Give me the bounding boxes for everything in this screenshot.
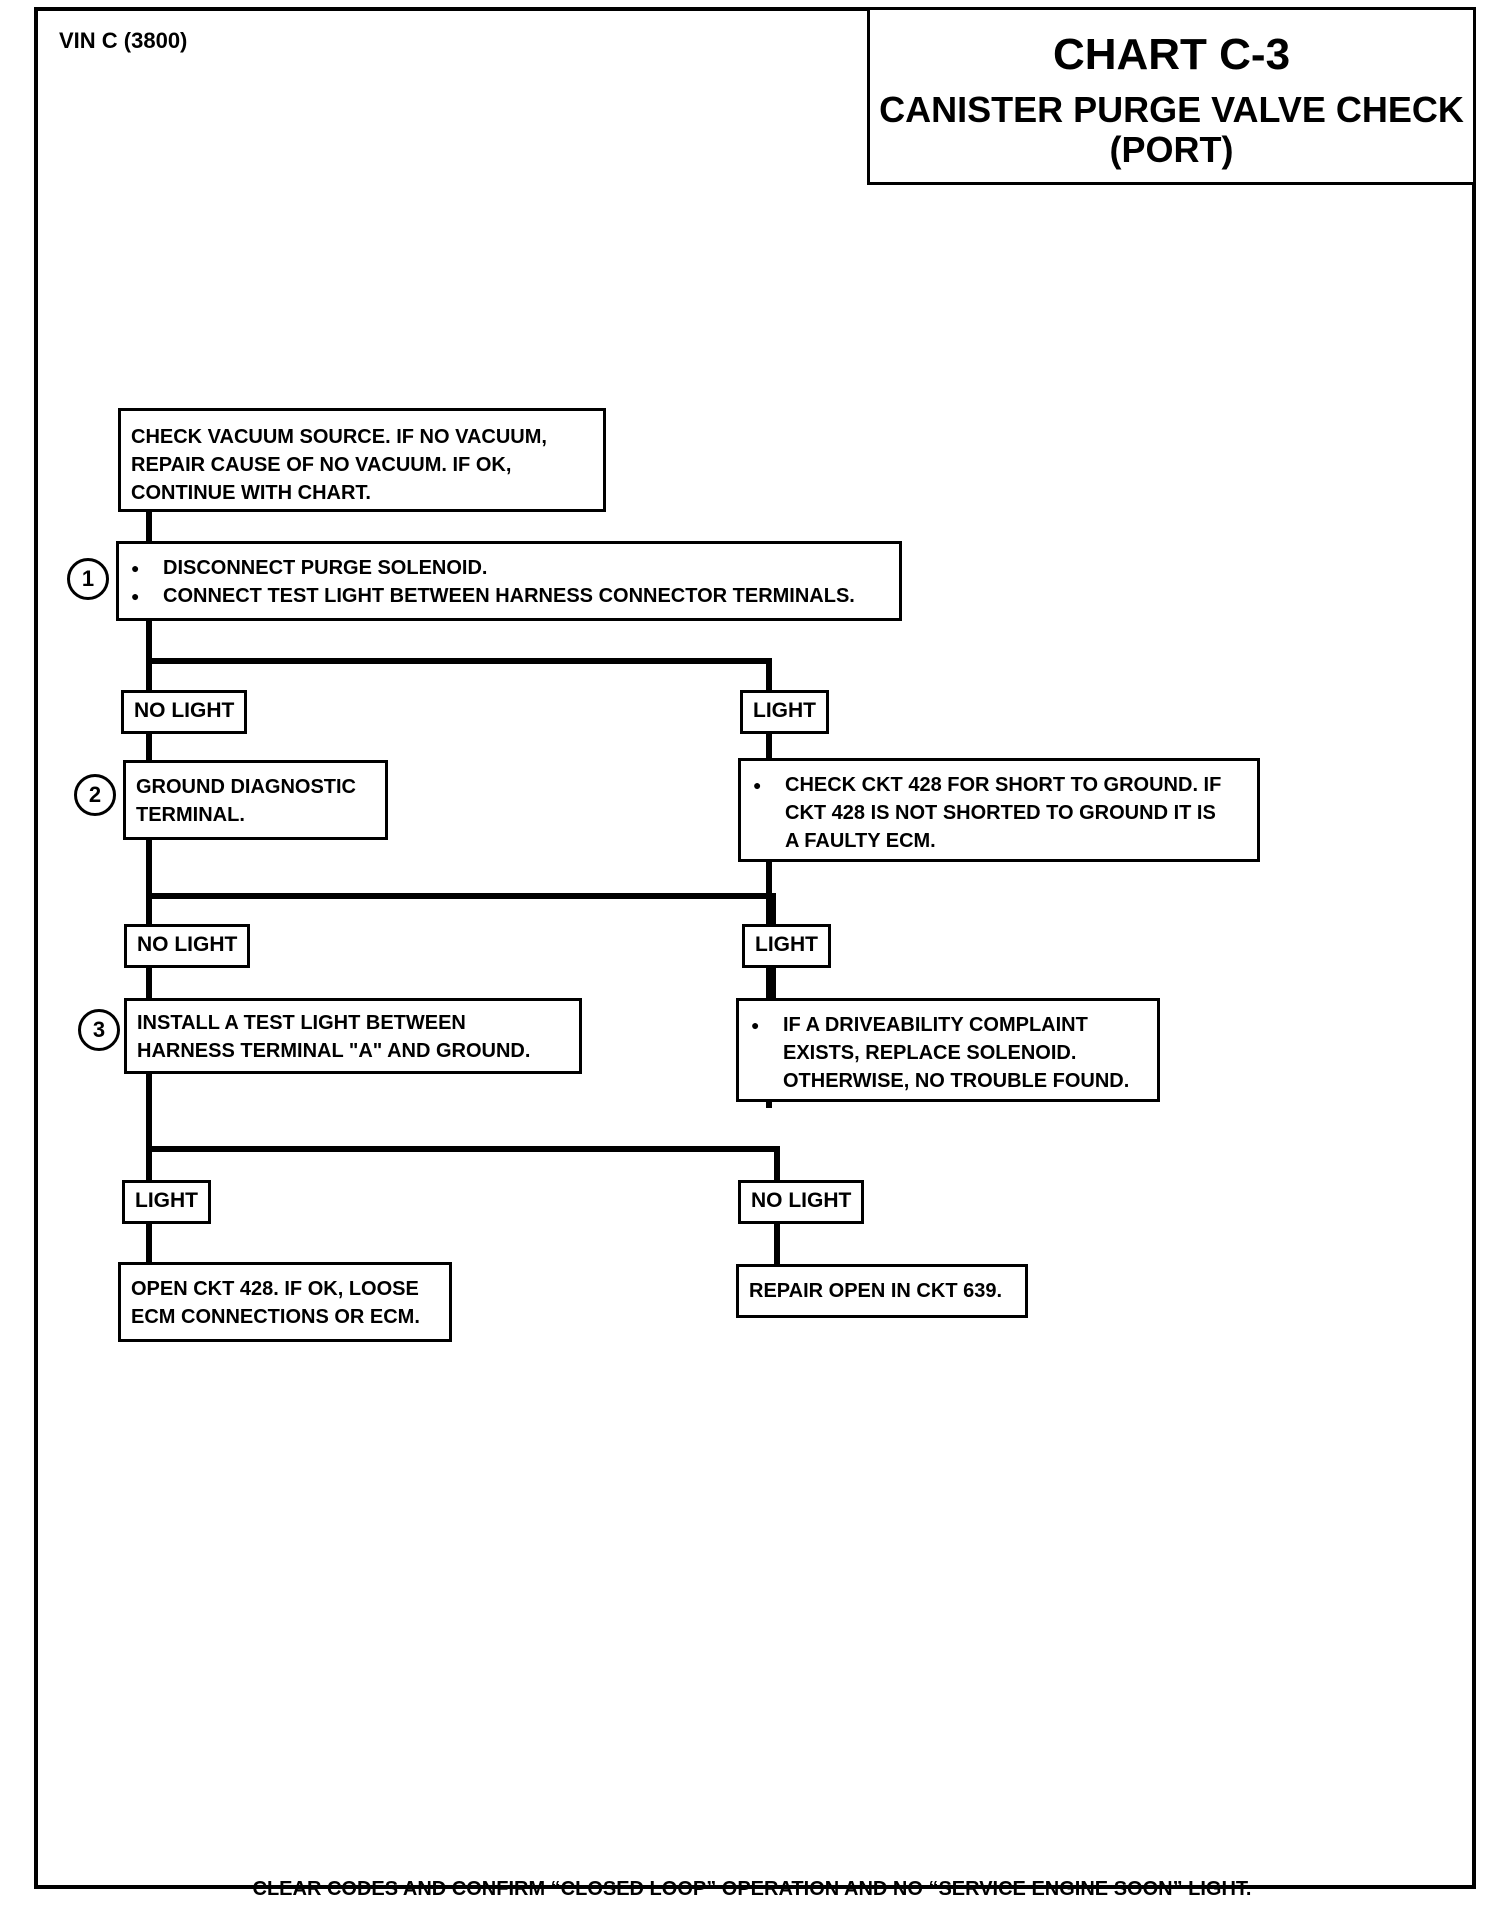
branch-2-no-light-label: NO LIGHT	[124, 924, 251, 968]
branch-3-no-light-label: NO LIGHT	[738, 1180, 865, 1224]
branch-1-light-label: LIGHT	[740, 690, 829, 734]
branch-2-light-label: LIGHT	[742, 924, 831, 968]
disconnect-solenoid-box: DISCONNECT PURGE SOLENOID. CONNECT TEST …	[116, 541, 902, 621]
chart-title: CHART C-3	[1052, 30, 1291, 79]
check-ckt-428-box: CHECK CKT 428 FOR SHORT TO GROUND. IF CK…	[738, 758, 1260, 862]
driveability-complaint-box: IF A DRIVEABILITY COMPLAINT EXISTS, REPL…	[736, 998, 1160, 1102]
chart-subtitle-port: (PORT)	[1109, 129, 1234, 170]
step-2-number: 2	[74, 774, 116, 816]
connector-line	[146, 620, 152, 895]
page-border	[34, 7, 1476, 1889]
connector-line	[146, 838, 152, 1108]
branch-3-light-label: LIGHT	[122, 1180, 211, 1224]
vin-label: VIN C (3800)	[59, 28, 188, 53]
connector-line	[146, 893, 776, 899]
step-3-number: 3	[78, 1009, 120, 1051]
connector-line	[146, 1146, 780, 1152]
open-ckt-428-box: OPEN CKT 428. IF OK, LOOSE ECM CONNECTIO…	[118, 1262, 452, 1342]
footer-note: CLEAR CODES AND CONFIRM “CLOSED LOOP” OP…	[252, 1878, 1252, 1900]
step-1-number: 1	[67, 558, 109, 600]
check-vacuum-box: CHECK VACUUM SOURCE. IF NO VACUUM, REPAI…	[118, 408, 606, 512]
ground-diagnostic-box: GROUND DIAGNOSTIC TERMINAL.	[123, 760, 388, 840]
chart-subtitle: CANISTER PURGE VALVE CHECK	[879, 89, 1464, 130]
connector-line	[146, 658, 772, 664]
title-box: CHART C-3 CANISTER PURGE VALVE CHECK (PO…	[867, 7, 1476, 185]
branch-1-no-light-label: NO LIGHT	[121, 690, 248, 734]
connector-line	[146, 1070, 152, 1270]
connector-line	[766, 658, 772, 1108]
repair-open-ckt-639-box: REPAIR OPEN IN CKT 639.	[736, 1264, 1028, 1318]
connector-line	[146, 510, 152, 570]
install-test-light-box: INSTALL A TEST LIGHT BETWEEN HARNESS TER…	[124, 998, 582, 1074]
